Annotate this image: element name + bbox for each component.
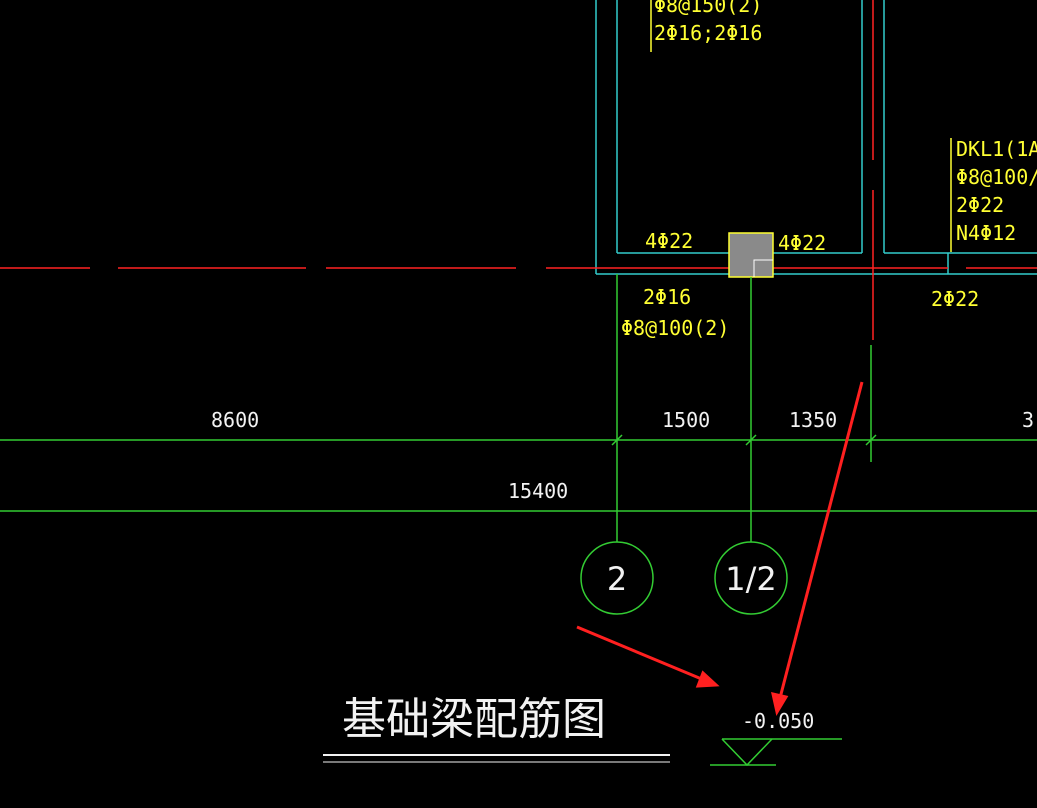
- left-support-bars-text: 4Φ22: [645, 229, 693, 253]
- center-lines: [0, 0, 1037, 340]
- column-section: [728, 232, 774, 278]
- elevation-value: -0.050: [742, 709, 814, 733]
- bottom-stirrup-text: Φ8@100(2): [621, 316, 729, 340]
- right-top-bars-text: 2Φ22: [956, 193, 1004, 217]
- axis-label-half: 1/2: [725, 560, 777, 598]
- bottom-bars-text: 2Φ16: [643, 285, 691, 309]
- column-corner-mark: [753, 259, 773, 277]
- right-support-bars-text: 4Φ22: [778, 231, 826, 255]
- arrow-shaft-2: [778, 381, 864, 699]
- dimension-partial: 3: [1022, 408, 1034, 432]
- top-stirrup-text: Φ8@150(2): [654, 0, 762, 17]
- arrow-head-2: [771, 692, 789, 716]
- dimension-15400: 15400: [508, 479, 568, 503]
- elevation-triangle: [721, 738, 773, 767]
- right-beam-name-text: DKL1(1A): [956, 137, 1037, 161]
- drawing-title: 基础梁配筋图: [342, 694, 606, 745]
- tick-mark-1: [611, 434, 623, 446]
- top-bars-text: 2Φ16;2Φ16: [654, 21, 762, 45]
- red-arrows: [576, 381, 864, 716]
- dimension-1350: 1350: [789, 408, 837, 432]
- arrow-shaft-1: [576, 625, 705, 682]
- right-bottom-bars-text: 2Φ22: [931, 287, 979, 311]
- axis-label-2: 2: [607, 560, 627, 598]
- tick-mark-2: [745, 434, 757, 446]
- dimension-lines: [0, 274, 1037, 767]
- axis-bubble-half: [714, 541, 788, 615]
- right-side-bars-text: N4Φ12: [956, 221, 1016, 245]
- arrow-head-1: [695, 670, 720, 688]
- dimension-1500: 1500: [662, 408, 710, 432]
- dimension-8600: 8600: [211, 408, 259, 432]
- tick-mark-3: [865, 434, 877, 446]
- right-stirrup-text: Φ8@100/: [956, 165, 1037, 189]
- axis-bubble-2: [580, 541, 654, 615]
- leader-lines: [650, 0, 952, 252]
